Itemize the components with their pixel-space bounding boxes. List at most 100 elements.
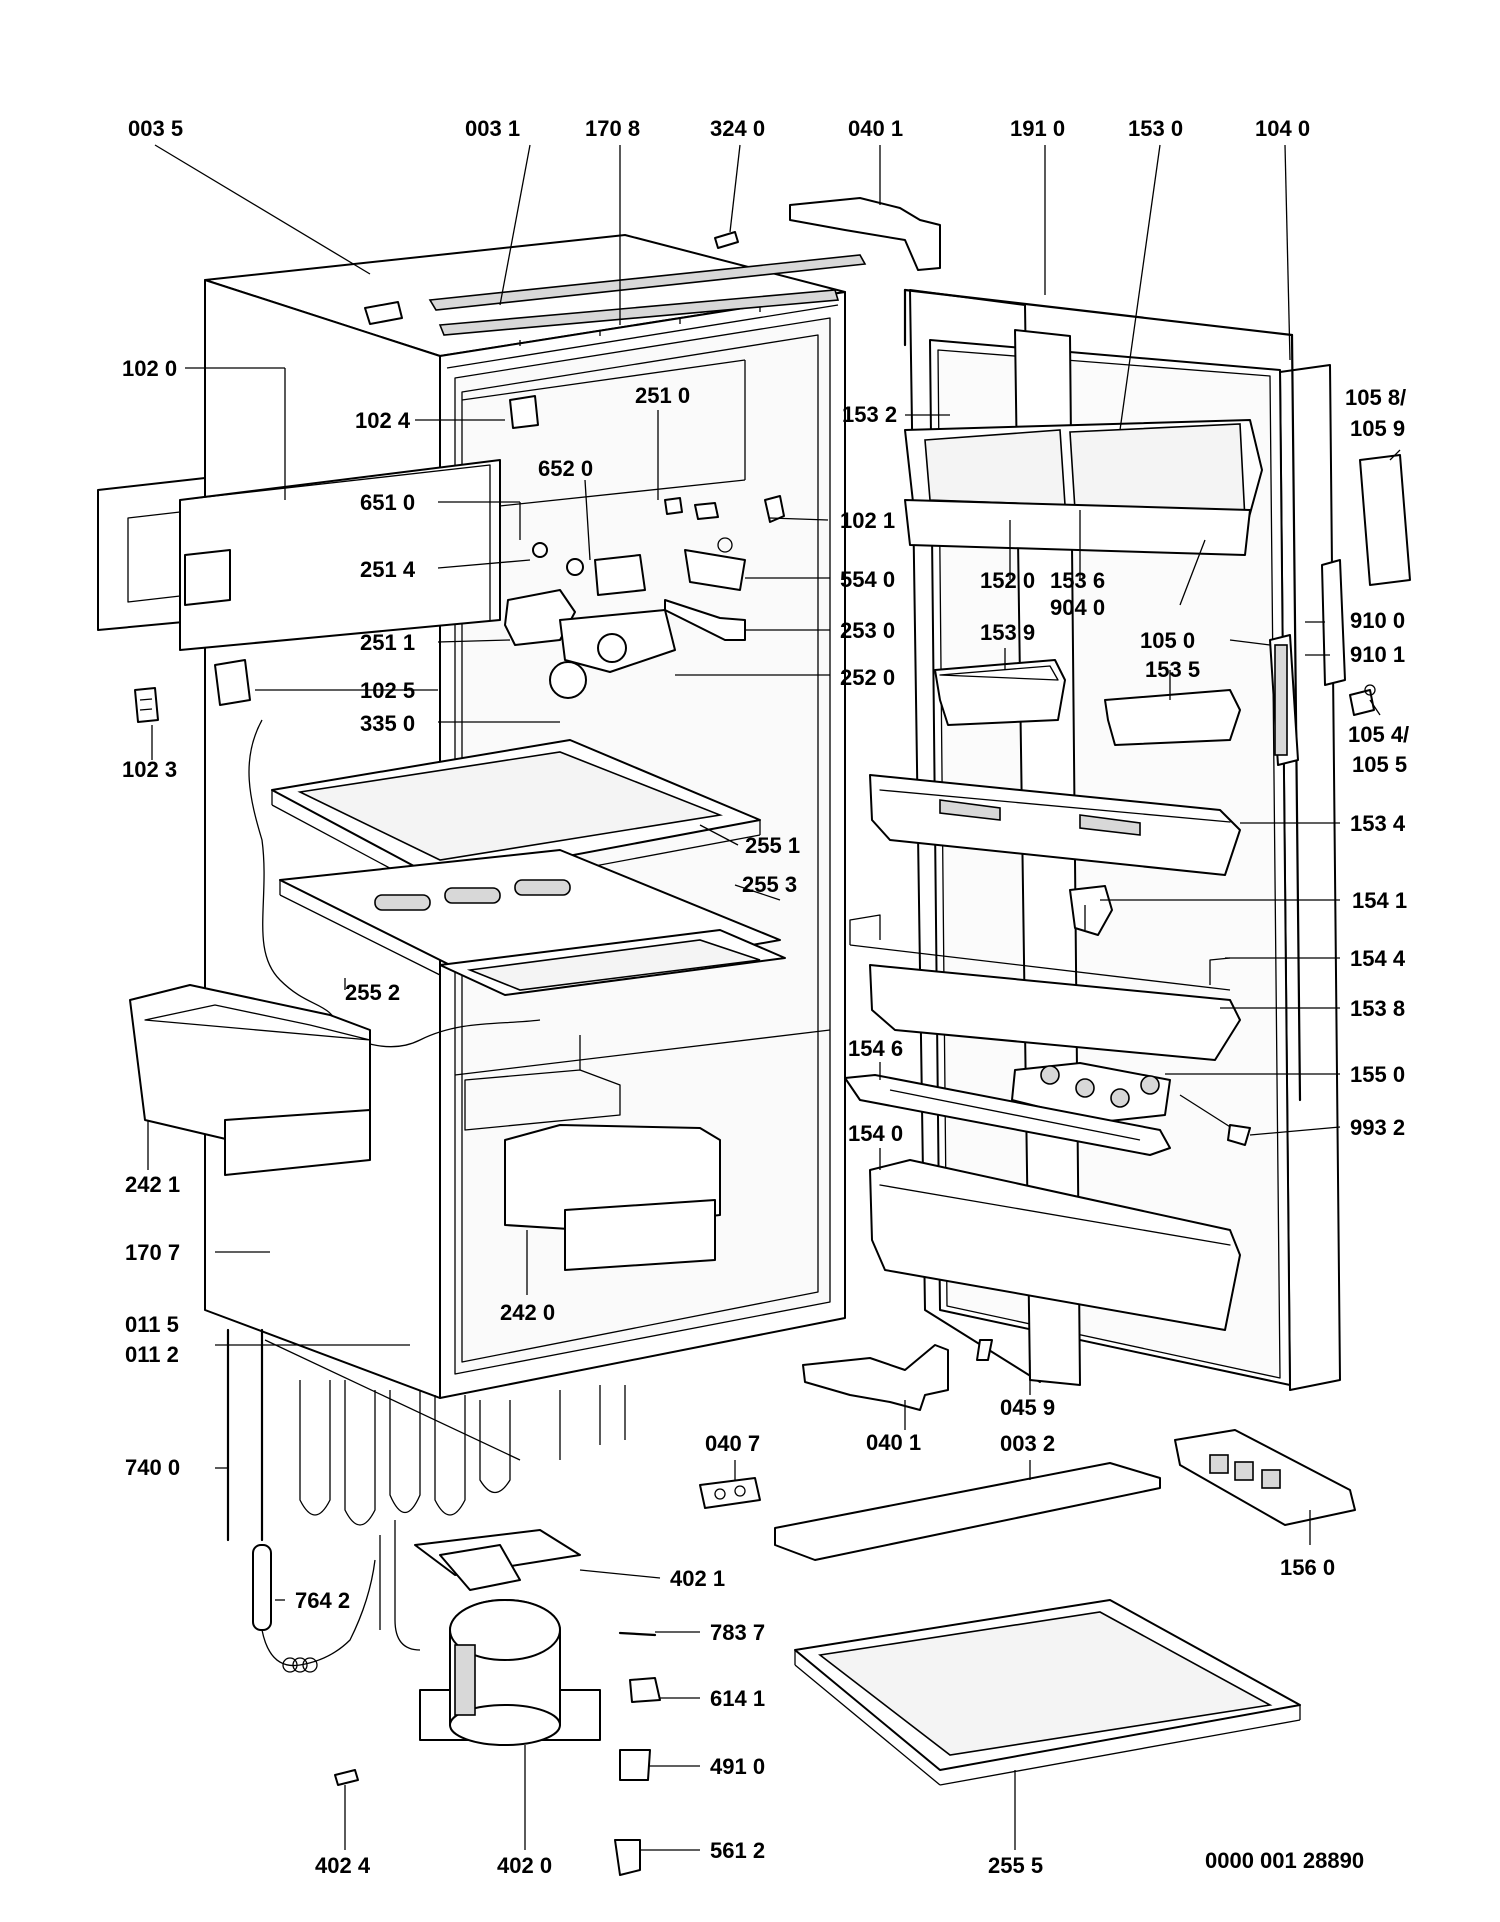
door-shelf-1538	[849, 914, 1241, 1061]
part-label-2530: 253 0	[840, 618, 895, 643]
part-label-4021: 402 1	[670, 1566, 725, 1591]
part-label-2421: 242 1	[125, 1172, 180, 1197]
bottle-retainer-1541	[1069, 885, 1113, 936]
cheese-box-1535	[1104, 689, 1241, 746]
split-shelf-2553	[279, 849, 786, 996]
part-label-9100: 910 0	[1350, 608, 1405, 633]
part-label-9932: 993 2	[1350, 1115, 1405, 1140]
part-label-1520: 152 0	[980, 568, 1035, 593]
control-housing-cover	[97, 459, 501, 651]
bottom-trim-0032	[774, 1462, 1161, 1561]
leader-line	[154, 144, 371, 275]
part-label-0407: 040 7	[705, 1431, 760, 1456]
part-label-5540: 554 0	[840, 567, 895, 592]
part-label-9101: 910 1	[1350, 642, 1405, 667]
part-label-1546: 154 6	[848, 1036, 903, 1061]
part-label-0459: 045 9	[1000, 1395, 1055, 1420]
part-label-1539: 153 9	[980, 620, 1035, 645]
leader-lines	[147, 144, 1401, 1851]
part-label-5612: 561 2	[710, 1838, 765, 1863]
dryer-filter	[252, 1544, 376, 1673]
part-label-1530: 153 0	[1128, 116, 1183, 141]
part-label-2555: 255 5	[988, 1853, 1043, 1878]
part-label-1050: 105 0	[1140, 628, 1195, 653]
leader-line	[1284, 144, 1291, 361]
part-label-0035: 003 5	[128, 116, 183, 141]
part-label-6510: 651 0	[360, 490, 415, 515]
part-label-9040: 904 0	[1050, 595, 1105, 620]
part-label-2510: 251 0	[635, 383, 690, 408]
document-number: 0000 001 28890	[1205, 1848, 1364, 1873]
leader-line	[1119, 144, 1161, 431]
part-label-2520: 252 0	[840, 665, 895, 690]
part-label-1024: 102 4	[355, 408, 411, 433]
part-label-1910: 191 0	[1010, 116, 1065, 141]
lower-hinge-0401	[802, 1344, 949, 1411]
part-label-1040: 104 0	[1255, 116, 1310, 141]
part-label-0401a: 040 1	[848, 116, 903, 141]
leader-line	[1249, 1126, 1341, 1136]
leader-line	[437, 639, 511, 643]
freezer-flap	[904, 419, 1263, 556]
bottle-shelf-1540	[869, 1159, 1241, 1331]
part-label-4024: 402 4	[315, 1853, 371, 1878]
part-label-1534: 153 4	[1350, 811, 1406, 836]
part-label-1538: 153 8	[1350, 996, 1405, 1021]
part-label-0112: 011 2	[125, 1342, 179, 1367]
part-label-10589b: 105 9	[1350, 416, 1405, 441]
part-label-1540: 154 0	[848, 1121, 903, 1146]
condenser-coil	[226, 1328, 626, 1542]
butter-box-1539	[934, 659, 1066, 726]
leader-line	[1179, 539, 1206, 606]
leader-line	[499, 144, 531, 306]
part-label-6520: 652 0	[538, 456, 593, 481]
leader-line	[584, 479, 591, 561]
part-label-7837: 783 7	[710, 1620, 765, 1645]
door-shelf-1534	[869, 774, 1241, 876]
part-label-2551: 255 1	[745, 833, 800, 858]
part-label-4910: 491 0	[710, 1754, 765, 1779]
egg-tray-1550	[1011, 1062, 1171, 1123]
part-label-1020: 102 0	[122, 356, 177, 381]
leader-line	[734, 884, 781, 901]
part-label-1544: 154 4	[1350, 946, 1406, 971]
hinge-pin-0459	[976, 1339, 993, 1361]
leader-line	[437, 559, 531, 569]
part-label-1708: 170 8	[585, 116, 640, 141]
part-label-1535: 153 5	[1145, 657, 1200, 682]
small-bracket-1023	[134, 687, 159, 723]
part-label-2553: 255 3	[742, 872, 797, 897]
leader-line	[579, 1569, 661, 1579]
part-label-2552: 255 2	[345, 980, 400, 1005]
part-label-1023: 102 3	[122, 757, 177, 782]
part-label-1536: 153 6	[1050, 568, 1105, 593]
crisper-drawer-2420	[464, 1069, 721, 1271]
bottle-rail-1546	[844, 1074, 1171, 1156]
thermostat-assembly	[214, 395, 785, 706]
ice-tray-1560	[1174, 1429, 1356, 1526]
part-label-1560: 156 0	[1280, 1555, 1335, 1580]
leader-line	[769, 517, 829, 521]
part-label-0032: 003 2	[1000, 1431, 1055, 1456]
door-hinge-parts	[1269, 454, 1411, 766]
upper-hinge-0401	[789, 197, 941, 271]
part-label-1021: 102 1	[840, 508, 895, 533]
part-label-10589a: 105 8/	[1345, 385, 1406, 410]
part-label-0401b: 040 1	[866, 1430, 921, 1455]
part-label-7400: 740 0	[125, 1455, 180, 1480]
part-label-7642: 764 2	[295, 1588, 350, 1613]
leader-line	[1229, 639, 1271, 646]
part-label-2420: 242 0	[500, 1300, 555, 1325]
leader-line	[729, 144, 741, 233]
part-label-2511: 251 1	[360, 630, 415, 655]
part-label-1541: 154 1	[1352, 888, 1407, 913]
compressor-accessories	[334, 1631, 661, 1876]
crisper-drawer-2421	[129, 984, 371, 1176]
part-label-4020: 402 0	[497, 1853, 552, 1878]
part-label-0115: 011 5	[125, 1312, 179, 1337]
leader-line	[699, 824, 739, 846]
part-label-2514: 251 4	[360, 557, 416, 582]
